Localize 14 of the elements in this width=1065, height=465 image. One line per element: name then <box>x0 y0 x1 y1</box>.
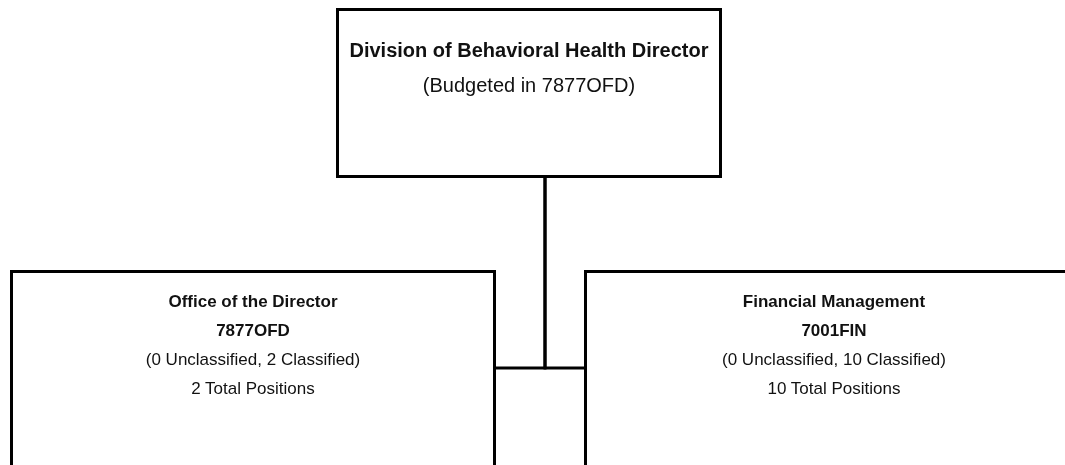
detail-text: 2 Total Positions <box>191 378 315 400</box>
heading-text: 7001FIN <box>801 320 867 342</box>
heading-text: Division of Behavioral Health Director <box>349 38 709 63</box>
detail-text: (Budgeted in 7877OFD) <box>422 73 636 98</box>
heading-text: Financial Management <box>742 291 926 313</box>
director-box <box>336 8 722 178</box>
heading-text: Office of the Director <box>168 291 338 313</box>
heading-text: 7877OFD <box>216 320 290 342</box>
unit-box <box>10 270 496 465</box>
detail-text: (0 Unclassified, 2 Classified) <box>145 349 361 371</box>
detail-text: (0 Unclassified, 10 Classified) <box>722 349 946 371</box>
detail-text: 10 Total Positions <box>767 378 901 400</box>
unit-box <box>584 270 1065 465</box>
connector-line <box>543 178 584 370</box>
